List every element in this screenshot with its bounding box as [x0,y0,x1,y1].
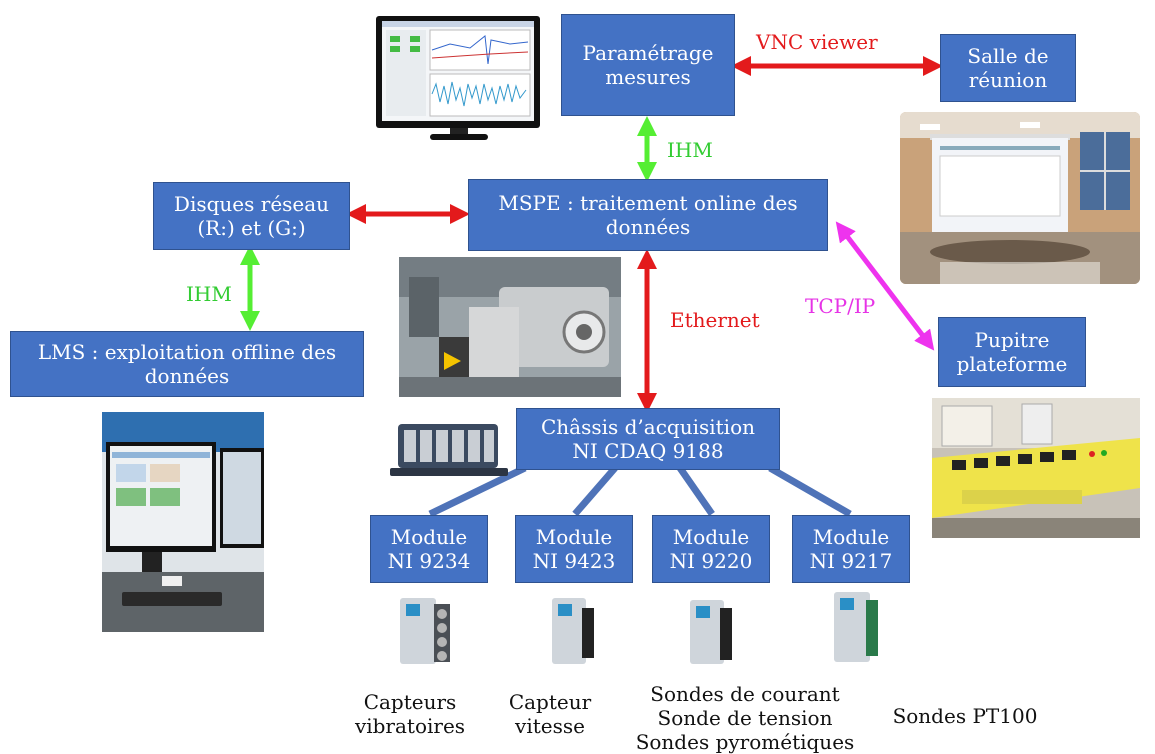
box-parametrage: Paramétrage mesures [561,14,735,116]
connector-9234 [428,464,527,518]
label-tcpip: TCP/IP [805,294,876,318]
workstation-photo [102,412,264,632]
connector-9217 [768,464,852,518]
connector-9220 [677,466,715,516]
module-photo-9423 [548,596,598,666]
label-vnc-viewer: VNC viewer [756,30,878,54]
module-photo-9234 [396,596,454,666]
box-mspe: MSPE : traitement online des données [468,179,828,251]
caption-sondes-pt100: Sondes PT100 [892,704,1038,728]
control-desk-photo [932,398,1140,538]
label-ihm-left: IHM [186,282,232,306]
box-module-9220: Module NI 9220 [652,515,770,583]
box-module-9217: Module NI 9217 [792,515,910,583]
caption-sondes: Sondes de courant Sonde de tension Sonde… [635,682,855,754]
module-photo-9217 [830,590,882,664]
connector-9423 [572,465,618,517]
chassis-photo [390,418,508,482]
box-pupitre: Pupitre plateforme [938,317,1086,387]
arrow-tcpip [835,221,935,351]
machine-photo [399,257,621,397]
module-photo-9220 [686,598,736,666]
meeting-room-photo [900,112,1140,284]
label-ethernet: Ethernet [670,308,760,332]
caption-capteur-vitesse: Capteur vitesse [508,690,592,738]
label-ihm-top: IHM [667,138,713,162]
box-chassis: Châssis d’acquisition NI CDAQ 9188 [516,408,780,470]
monitor-photo [370,14,546,146]
box-salle-reunion: Salle de réunion [940,34,1076,102]
caption-capteurs-vibratoires: Capteurs vibratoires [354,690,466,738]
box-module-9423: Module NI 9423 [515,515,633,583]
box-disques-reseau: Disques réseau (R:) et (G:) [153,182,350,250]
box-module-9234: Module NI 9234 [370,515,488,583]
box-lms: LMS : exploitation offline des données [10,331,364,397]
